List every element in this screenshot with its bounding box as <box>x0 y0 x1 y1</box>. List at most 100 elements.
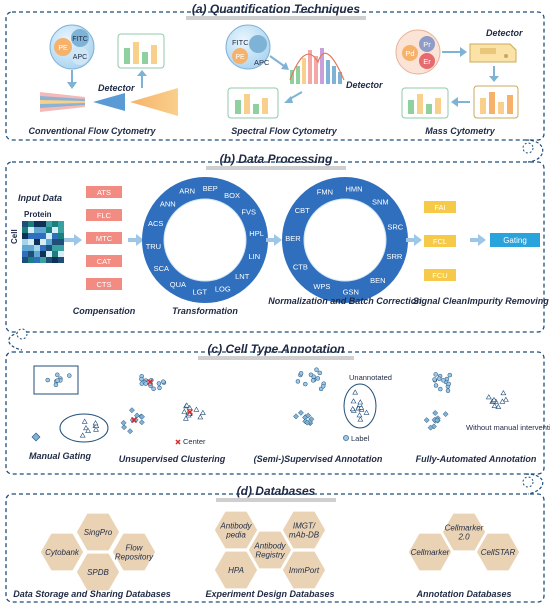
heatmap-cell <box>34 239 40 245</box>
heatmap-cell <box>52 245 58 251</box>
ring-band <box>282 177 408 303</box>
data-point <box>438 386 443 392</box>
heatmap-cell <box>34 233 40 239</box>
ring-method: BEN <box>370 276 385 285</box>
ring-method: LIN <box>248 252 260 261</box>
data-point <box>197 414 204 420</box>
cell-label: Cell <box>10 229 19 244</box>
heatmap-cell <box>28 227 34 233</box>
data-point <box>446 381 451 387</box>
panel-d-title: (d) Databases <box>237 484 316 498</box>
data-point <box>139 413 145 420</box>
compensation-method: FLC <box>97 211 112 220</box>
database-hexagon <box>111 532 157 572</box>
data-point <box>442 411 449 418</box>
database-hexagon <box>281 550 327 590</box>
database-hexagon <box>281 510 327 550</box>
compensation-box <box>86 255 122 267</box>
data-point <box>93 422 100 428</box>
data-point <box>128 407 135 414</box>
ring-method: LGT <box>193 287 208 296</box>
data-point <box>295 379 301 384</box>
data-point <box>352 389 359 395</box>
data-point <box>357 416 364 422</box>
data-point <box>491 396 497 402</box>
compensation-method: CAT <box>97 257 112 266</box>
heatmap-cell <box>58 221 64 227</box>
ring-method: BER <box>285 234 301 243</box>
heatmap-cell <box>22 221 28 227</box>
database-hexagon <box>407 532 453 572</box>
data-point <box>79 432 86 438</box>
compensation-box <box>86 186 122 198</box>
data-point <box>485 394 492 400</box>
compensation-box <box>86 209 122 221</box>
annotation-db-label: Annotation Databases <box>415 589 511 599</box>
heatmap-cell <box>40 233 46 239</box>
data-point <box>161 379 166 384</box>
transformation-label: Transformation <box>172 306 238 316</box>
fully-automated-illustration: Without manual intervention <box>423 372 550 432</box>
heatmap-cell <box>46 245 52 251</box>
heatmap-cell <box>34 257 40 263</box>
compensation-method: CTS <box>97 280 112 289</box>
heatmap-cell <box>34 221 40 227</box>
data-point <box>433 383 439 388</box>
data-point <box>151 386 156 392</box>
data-point <box>423 417 430 424</box>
data-point <box>363 409 370 415</box>
heatmap-cell <box>34 245 40 251</box>
marker-apc: APC <box>73 54 87 61</box>
data-point <box>445 388 451 393</box>
data-point <box>310 378 316 383</box>
ring-method: CTB <box>293 262 308 271</box>
heatmap-cell <box>40 239 46 245</box>
marker-pe-spectral: PE <box>235 54 245 61</box>
data-point <box>358 404 365 410</box>
ring-method: FVS <box>241 207 256 216</box>
data-point <box>121 424 128 431</box>
conventional-label: Conventional Flow Cytometry <box>28 126 156 136</box>
data-point <box>433 372 438 377</box>
compensation-method: ATS <box>97 188 111 197</box>
data-point <box>499 398 506 404</box>
label-legend: Label <box>351 434 370 443</box>
semi-supervised-label: (Semi-)Supervised Annotation <box>254 454 383 464</box>
heatmap-cell <box>58 257 64 263</box>
data-point <box>55 372 60 378</box>
center-label: Center <box>183 437 206 446</box>
heatmap-cell <box>28 221 34 227</box>
data-point <box>297 409 304 416</box>
heatmap-cell <box>34 251 40 257</box>
cluster-center <box>130 416 138 424</box>
data-point <box>45 377 50 383</box>
gating-label: Gating <box>503 236 527 245</box>
panel-b-title: (b) Data Processing <box>220 152 333 166</box>
input-data-heatmap <box>22 221 64 263</box>
heatmap-cell <box>22 245 28 251</box>
fully-automated-label: Fully-Automated Annotation <box>416 454 537 464</box>
database-name: ImmPort <box>289 566 320 575</box>
database-hexagon <box>213 550 259 590</box>
database-hexagon <box>75 512 121 552</box>
database-name: IMGT/mAb-DB <box>289 522 320 540</box>
database-name: Cytobank <box>45 548 80 557</box>
data-point <box>320 384 326 389</box>
heatmap-cell <box>52 221 58 227</box>
mass-cytometry-illustration: Pd Pr Er Detector Mass Cytometry <box>395 28 523 136</box>
heatmap-cell <box>52 239 58 245</box>
marker-pd: Pd <box>405 49 414 58</box>
ring-method: TRU <box>146 242 161 251</box>
marker-apc-spectral: APC <box>254 58 270 67</box>
data-point <box>293 413 299 420</box>
data-point <box>447 372 453 378</box>
compensation-box <box>86 278 122 290</box>
heatmap-cell <box>40 227 46 233</box>
input-data-label: Input Data <box>18 193 62 203</box>
heatmap-cell <box>28 257 34 263</box>
ring-method: HMN <box>345 184 362 193</box>
data-point <box>186 404 193 410</box>
